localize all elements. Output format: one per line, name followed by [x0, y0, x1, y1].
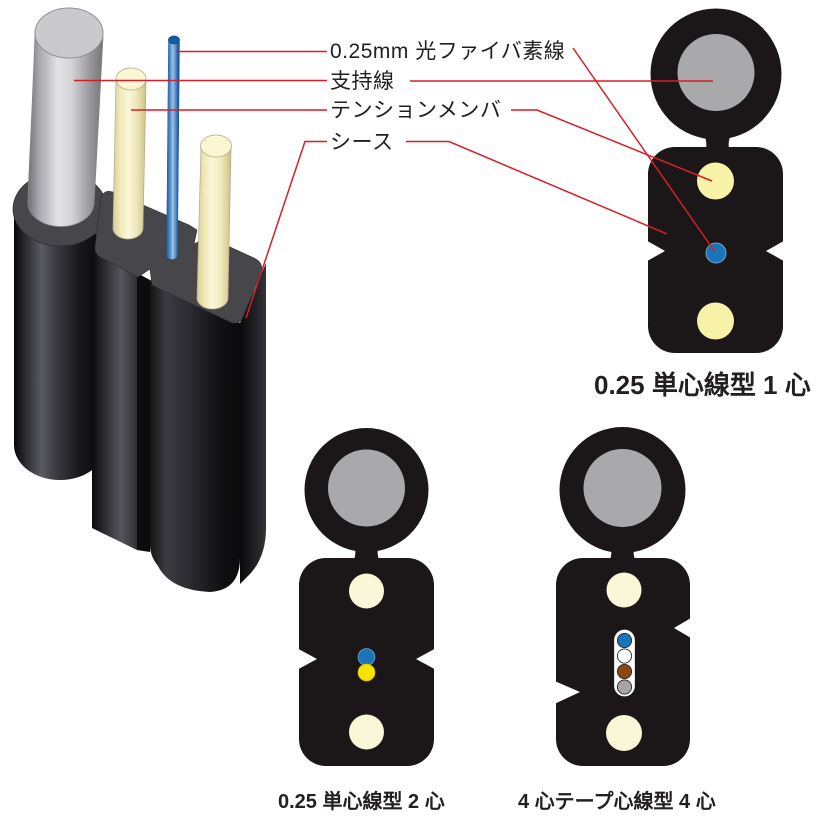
cs1-tension-member-bottom: [697, 302, 734, 340]
cs2-fiber-yellow: [357, 663, 376, 682]
cs2-notch-left: [293, 646, 317, 672]
tension-member-1-top-face: [115, 67, 147, 91]
sheath-side-face: [240, 263, 266, 584]
cs2-tension-member-top: [349, 573, 384, 609]
cs3-support-wire: [583, 449, 662, 527]
cross-section-tape-4: [550, 427, 696, 766]
label-fiber-strand: 0.25mm 光ファイバ素線: [330, 40, 566, 63]
cs2-notch-right: [416, 646, 440, 672]
cs1-tension-member-top: [697, 162, 734, 200]
leader-fiber-right: [572, 47, 716, 253]
leader-tension-right: [511, 109, 713, 182]
cross-section-single-2: [293, 428, 440, 766]
tension-member-cylinder-1: [112, 79, 147, 240]
label-tension-member: テンションメンバ: [330, 99, 502, 122]
cs1-notch-left: [642, 238, 665, 264]
cs3-tension-member-bottom: [606, 715, 642, 751]
cs1-support-wire: [677, 34, 755, 111]
cs1-notch-right: [766, 238, 789, 264]
cs3-notch-right: [674, 615, 696, 641]
cs3-tension-member-top: [606, 572, 642, 608]
cs3-fiber-brown: [616, 663, 633, 680]
label-support-wire: 支持線: [330, 69, 395, 93]
leader-sheath-left: [245, 140, 327, 319]
cs3-fiber-gray: [616, 679, 633, 695]
leader-lines: [74, 47, 716, 319]
leader-sheath-right: [406, 140, 668, 235]
sheath-ring-cylinder: [14, 209, 106, 480]
cs2-fiber-blue: [357, 648, 376, 666]
caption-tape-core-4: 4 心テープ心線型 4 心: [518, 791, 716, 813]
support-wire-cylinder: [27, 33, 104, 227]
sheath-front-left-face: [92, 251, 137, 550]
tension-member-cylinder-2: [196, 146, 232, 310]
cs2-support-wire: [328, 449, 405, 527]
cs3-fiber-white: [616, 648, 633, 664]
optical-fiber-cylinder: [166, 40, 180, 260]
sheath-front-right-face: [150, 280, 240, 592]
label-sheath: シース: [330, 130, 394, 154]
sheath-notch-groove: [137, 273, 150, 552]
cable-3d-illustration: [12, 7, 266, 592]
cross-section-single-1: [642, 8, 789, 353]
cs3-notch-left: [550, 679, 580, 706]
caption-single-core-2: 0.25 単心線型 2 心: [278, 791, 445, 813]
cs3-fiber-blue: [616, 632, 633, 649]
cs1-fiber-blue: [705, 242, 727, 264]
tension-member-2-top-face: [200, 134, 232, 158]
caption-single-core-1: 0.25 単心線型 1 心: [594, 370, 811, 400]
support-wire-top-face: [34, 7, 104, 59]
cs2-tension-member-bottom: [349, 714, 384, 750]
optical-fiber-top-cap: [168, 35, 180, 45]
